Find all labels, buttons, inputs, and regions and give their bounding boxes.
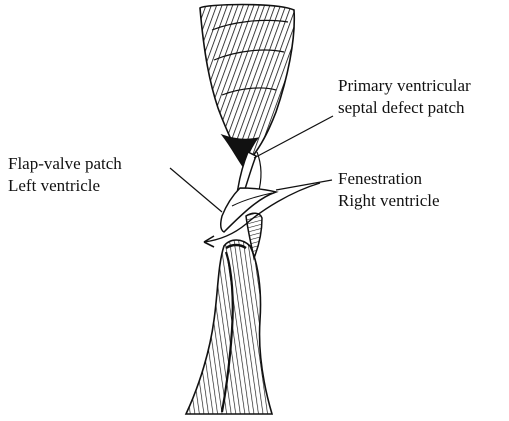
- label-fenestration: Fenestration Right ventricle: [338, 168, 440, 212]
- label-flap-line1: Flap-valve patch: [8, 153, 122, 175]
- label-fen-line1: Fenestration: [338, 168, 440, 190]
- label-fen-line2: Right ventricle: [338, 190, 440, 212]
- lower-septum: [186, 240, 272, 414]
- label-primary-vsd-patch: Primary ventricular septal defect patch: [338, 75, 471, 119]
- label-primary-line2: septal defect patch: [338, 97, 471, 119]
- label-flap-line2: Left ventricle: [8, 175, 122, 197]
- leader-flap: [170, 168, 222, 212]
- label-primary-line1: Primary ventricular: [338, 75, 471, 97]
- label-flap-valve-patch: Flap-valve patch Left ventricle: [8, 153, 122, 197]
